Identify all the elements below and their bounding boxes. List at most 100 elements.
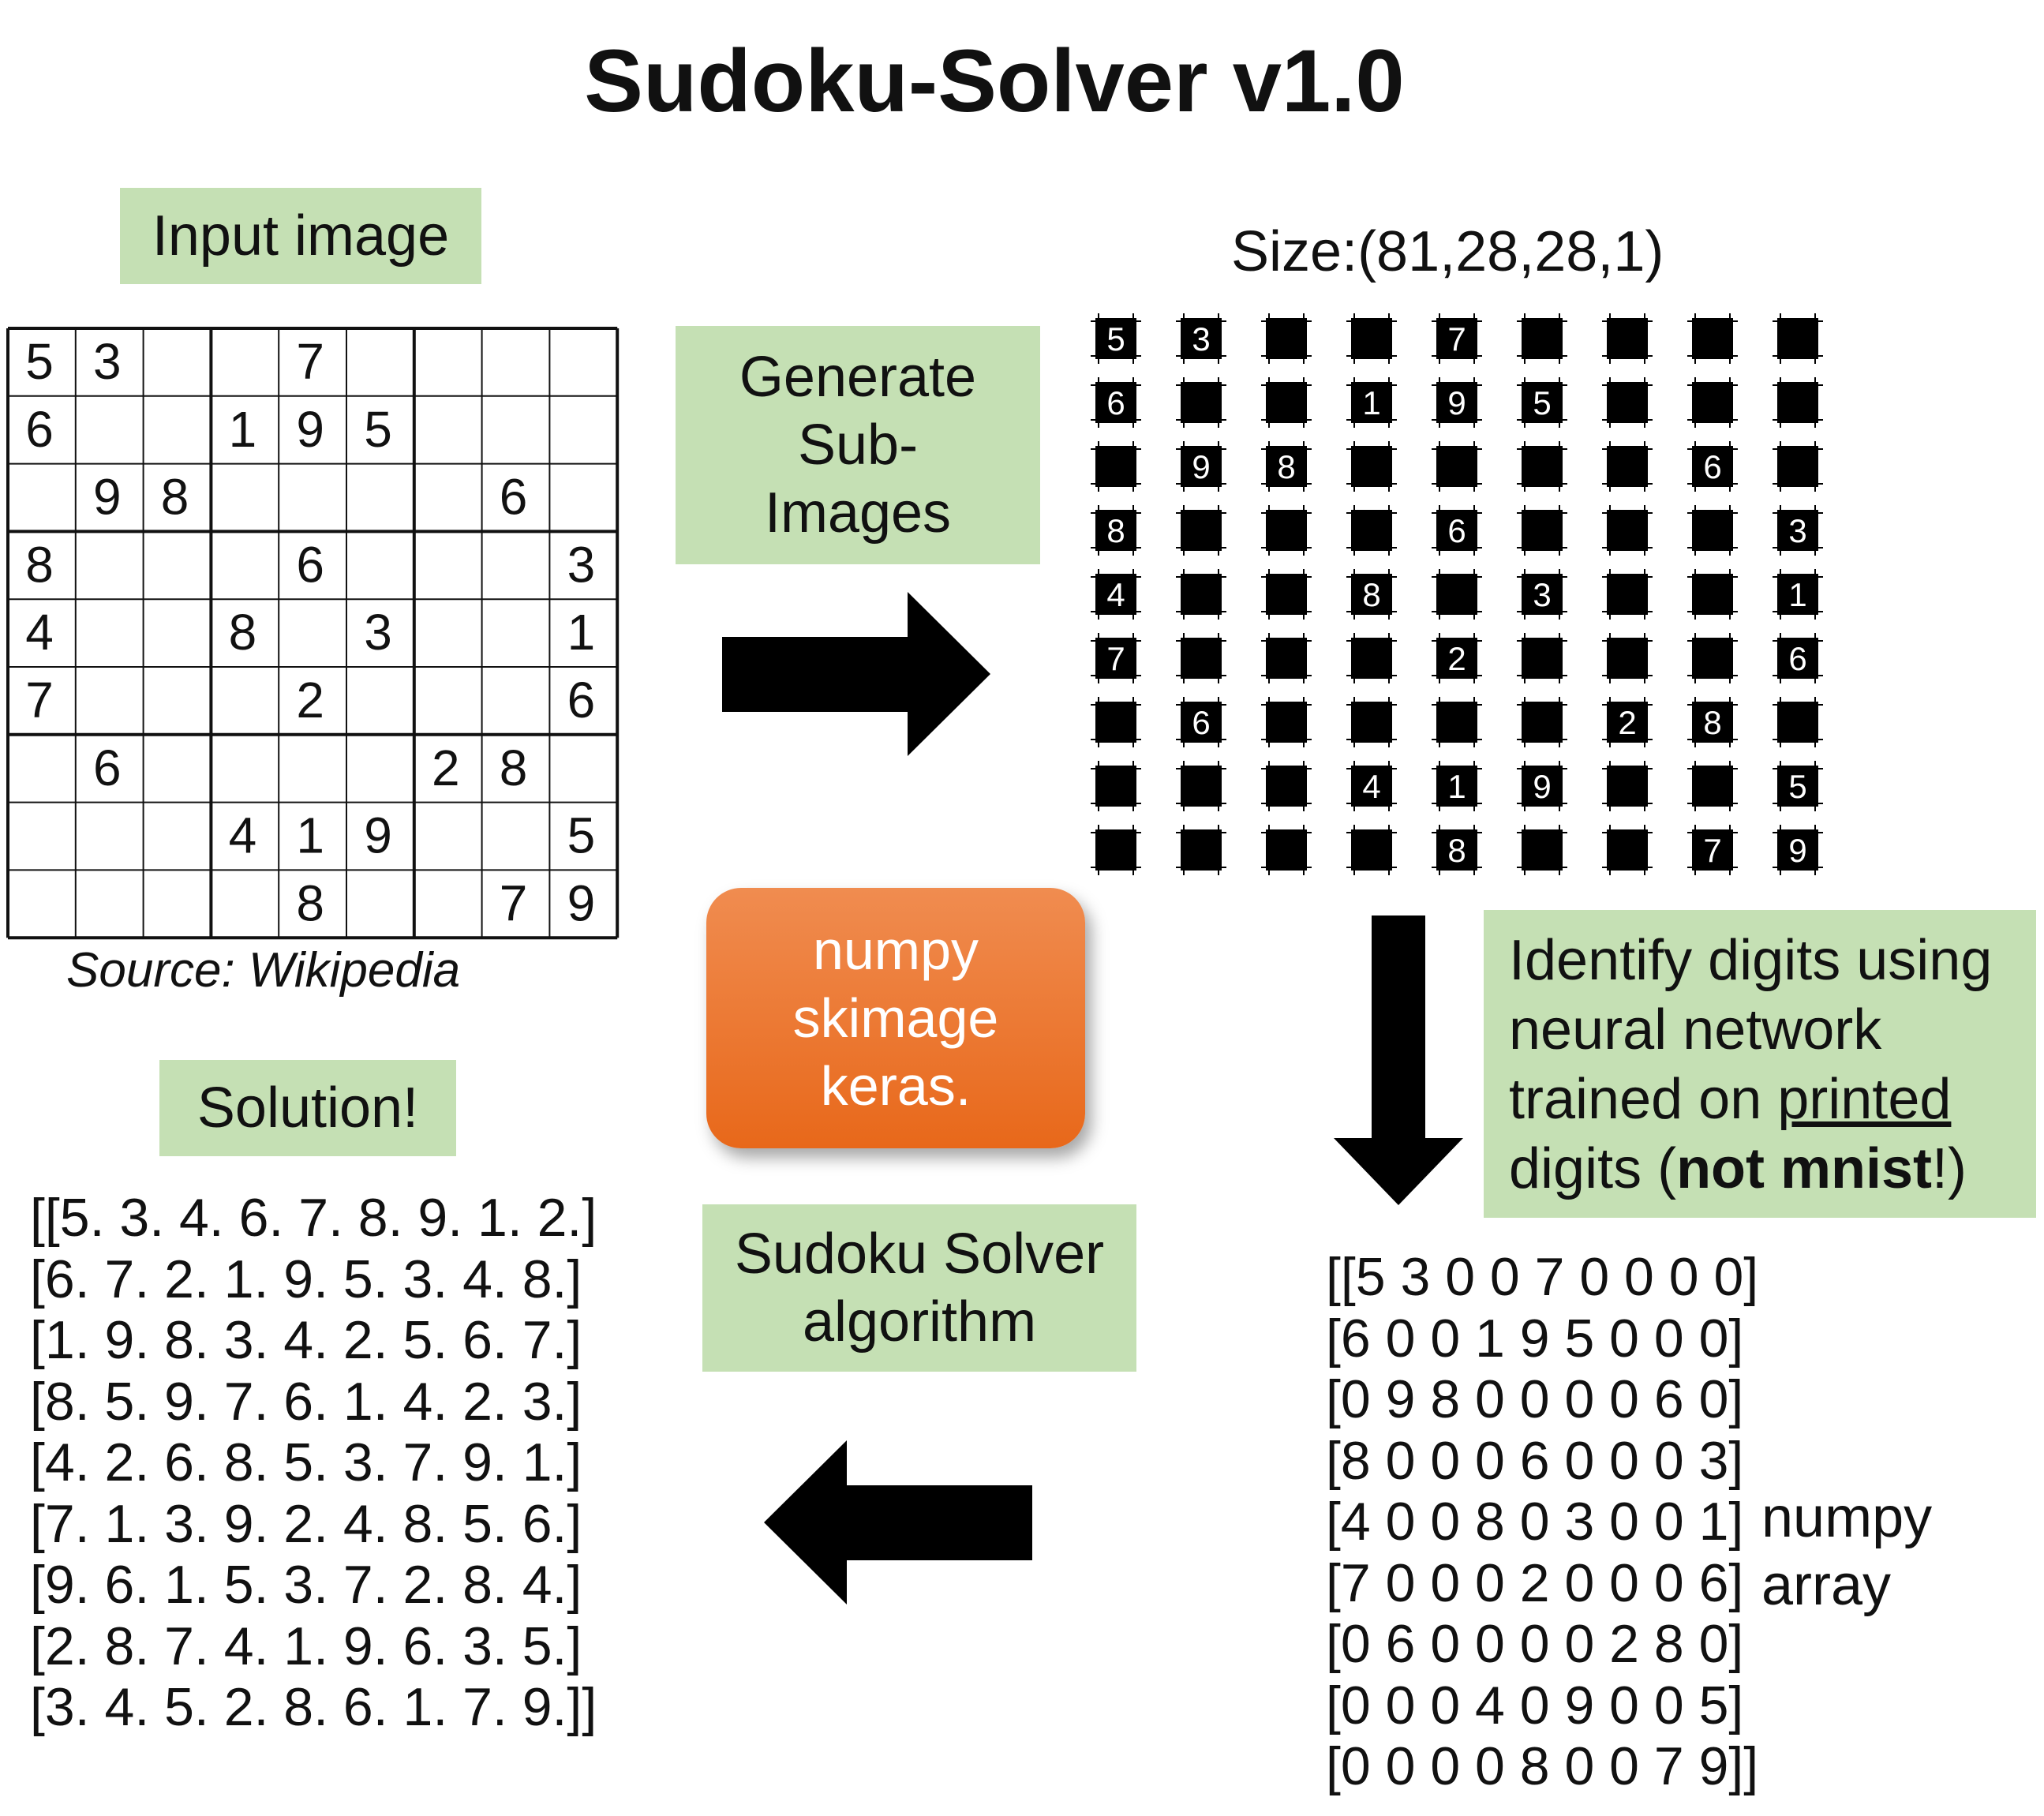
tool-numpy: numpy bbox=[812, 919, 979, 981]
sub-image-tile bbox=[1773, 313, 1823, 364]
svg-text:8: 8 bbox=[1447, 832, 1466, 869]
sub-image-tile bbox=[1091, 825, 1141, 875]
svg-text:8: 8 bbox=[1106, 512, 1125, 549]
input-cell-digit: 6 bbox=[25, 401, 54, 458]
numpy-array-matrix: [[5 3 0 0 7 0 0 0 0][6 0 0 1 9 5 0 0 0][… bbox=[1326, 1247, 1758, 1798]
numpy-array-row: [4 0 0 8 0 3 0 0 1] bbox=[1326, 1492, 1744, 1552]
sub-image-tile bbox=[1773, 377, 1823, 428]
numpy-array-label-line-2: array bbox=[1761, 1554, 1892, 1617]
solution-row: [6. 7. 2. 1. 9. 5. 3. 4. 8.] bbox=[30, 1249, 582, 1309]
svg-text:3: 3 bbox=[1788, 512, 1806, 549]
sub-image-tile bbox=[1346, 697, 1397, 747]
sub-image-tile: 8 bbox=[1432, 825, 1482, 875]
svg-text:7: 7 bbox=[1447, 320, 1466, 358]
sub-image-tile bbox=[1176, 505, 1226, 556]
svg-text:6: 6 bbox=[1106, 384, 1125, 421]
sub-image-tile bbox=[1346, 505, 1397, 556]
input-cell-digit: 6 bbox=[500, 469, 528, 526]
solution-row: [4. 2. 6. 8. 5. 3. 7. 9. 1.] bbox=[30, 1432, 582, 1492]
sub-image-tile: 8 bbox=[1687, 697, 1738, 747]
svg-text:9: 9 bbox=[1533, 768, 1551, 805]
input-cell-digit: 6 bbox=[296, 536, 324, 593]
solver-algorithm-label: Sudoku Solver algorithm bbox=[702, 1204, 1136, 1372]
input-cell-digit: 7 bbox=[25, 672, 54, 728]
numpy-array-row: [6 0 0 1 9 5 0 0 0] bbox=[1326, 1308, 1744, 1369]
input-cell-digit: 1 bbox=[567, 604, 596, 661]
svg-text:1: 1 bbox=[1447, 768, 1466, 805]
svg-text:4: 4 bbox=[1106, 576, 1125, 613]
numpy-array-row: [7 0 0 0 2 0 0 0 6] bbox=[1326, 1552, 1744, 1613]
tool-keras: keras. bbox=[820, 1055, 971, 1117]
tool-skimage: skimage bbox=[792, 987, 999, 1049]
sub-image-tile bbox=[1091, 697, 1141, 747]
solution-label-text: Solution! bbox=[197, 1076, 419, 1140]
solution-label: Solution! bbox=[159, 1060, 456, 1156]
source-caption: Source: Wikipedia bbox=[66, 943, 461, 998]
sub-image-tile: 7 bbox=[1091, 633, 1141, 683]
identify-digits-label: Identify digits using neural network tra… bbox=[1484, 910, 2036, 1218]
input-cell-digit: 8 bbox=[500, 740, 528, 796]
svg-text:9: 9 bbox=[1192, 448, 1210, 485]
sub-image-tile bbox=[1261, 569, 1312, 620]
sub-image-tile: 3 bbox=[1176, 313, 1226, 364]
input-cell-digit: 2 bbox=[432, 740, 460, 796]
sub-image-tile bbox=[1346, 825, 1397, 875]
sub-image-tile bbox=[1517, 697, 1567, 747]
svg-text:3: 3 bbox=[1533, 576, 1551, 613]
sub-image-tile bbox=[1176, 633, 1226, 683]
sub-image-tile: 9 bbox=[1432, 377, 1482, 428]
numpy-array-row: [[5 3 0 0 7 0 0 0 0] bbox=[1326, 1247, 1759, 1307]
sub-image-tile bbox=[1261, 761, 1312, 811]
sub-image-tile: 4 bbox=[1091, 569, 1141, 620]
sub-image-tile bbox=[1687, 569, 1738, 620]
numpy-array-row: [0 9 8 0 0 0 0 6 0] bbox=[1326, 1369, 1744, 1429]
identify-line-3: trained on printed bbox=[1509, 1065, 2036, 1134]
sub-image-tile: 4 bbox=[1346, 761, 1397, 811]
identify-line-4-suffix: !) bbox=[1932, 1137, 1967, 1200]
sub-image-tile bbox=[1602, 377, 1653, 428]
input-cell-digit: 6 bbox=[93, 740, 122, 796]
input-cell-digit: 9 bbox=[567, 874, 596, 931]
svg-text:3: 3 bbox=[1192, 320, 1210, 358]
sub-image-tile: 6 bbox=[1091, 377, 1141, 428]
input-cell-digit: 1 bbox=[296, 807, 324, 864]
solution-row: [2. 8. 7. 4. 1. 9. 6. 3. 5.] bbox=[30, 1616, 582, 1676]
sub-image-tile bbox=[1517, 633, 1567, 683]
sub-image-tile bbox=[1432, 441, 1482, 492]
numpy-array-row: [0 6 0 0 0 0 2 8 0] bbox=[1326, 1614, 1744, 1674]
sub-image-tile: 9 bbox=[1176, 441, 1226, 492]
sub-image-tile bbox=[1176, 825, 1226, 875]
input-cell-digit: 6 bbox=[567, 672, 596, 728]
svg-text:8: 8 bbox=[1277, 448, 1295, 485]
input-cell-digit: 4 bbox=[25, 604, 54, 661]
sub-image-tile: 8 bbox=[1091, 505, 1141, 556]
sub-image-tile bbox=[1517, 313, 1567, 364]
sub-image-tile bbox=[1432, 569, 1482, 620]
sub-image-tile: 6 bbox=[1773, 633, 1823, 683]
sub-image-tile bbox=[1261, 505, 1312, 556]
svg-text:6: 6 bbox=[1447, 512, 1466, 549]
identify-not-mnist: not mnist bbox=[1676, 1137, 1933, 1200]
svg-text:1: 1 bbox=[1362, 384, 1380, 421]
down-arrow bbox=[1334, 915, 1463, 1205]
sub-image-tile bbox=[1176, 569, 1226, 620]
sub-image-tile bbox=[1346, 313, 1397, 364]
sub-image-tile bbox=[1773, 441, 1823, 492]
input-cell-digit: 8 bbox=[229, 604, 257, 661]
sub-image-tile: 5 bbox=[1517, 377, 1567, 428]
svg-text:7: 7 bbox=[1703, 832, 1721, 869]
sub-image-tile bbox=[1687, 505, 1738, 556]
svg-text:2: 2 bbox=[1618, 704, 1636, 741]
svg-text:5: 5 bbox=[1788, 768, 1806, 805]
sub-image-tile: 2 bbox=[1602, 697, 1653, 747]
sub-image-tile bbox=[1602, 569, 1653, 620]
generate-line-3: Images bbox=[764, 481, 952, 545]
input-cell-digit: 4 bbox=[229, 807, 257, 864]
sub-image-tile bbox=[1346, 633, 1397, 683]
input-cell-digit: 5 bbox=[567, 807, 596, 864]
sub-image-tile bbox=[1261, 825, 1312, 875]
sub-image-tile bbox=[1602, 633, 1653, 683]
sub-image-tile bbox=[1687, 761, 1738, 811]
sub-image-tile: 7 bbox=[1432, 313, 1482, 364]
